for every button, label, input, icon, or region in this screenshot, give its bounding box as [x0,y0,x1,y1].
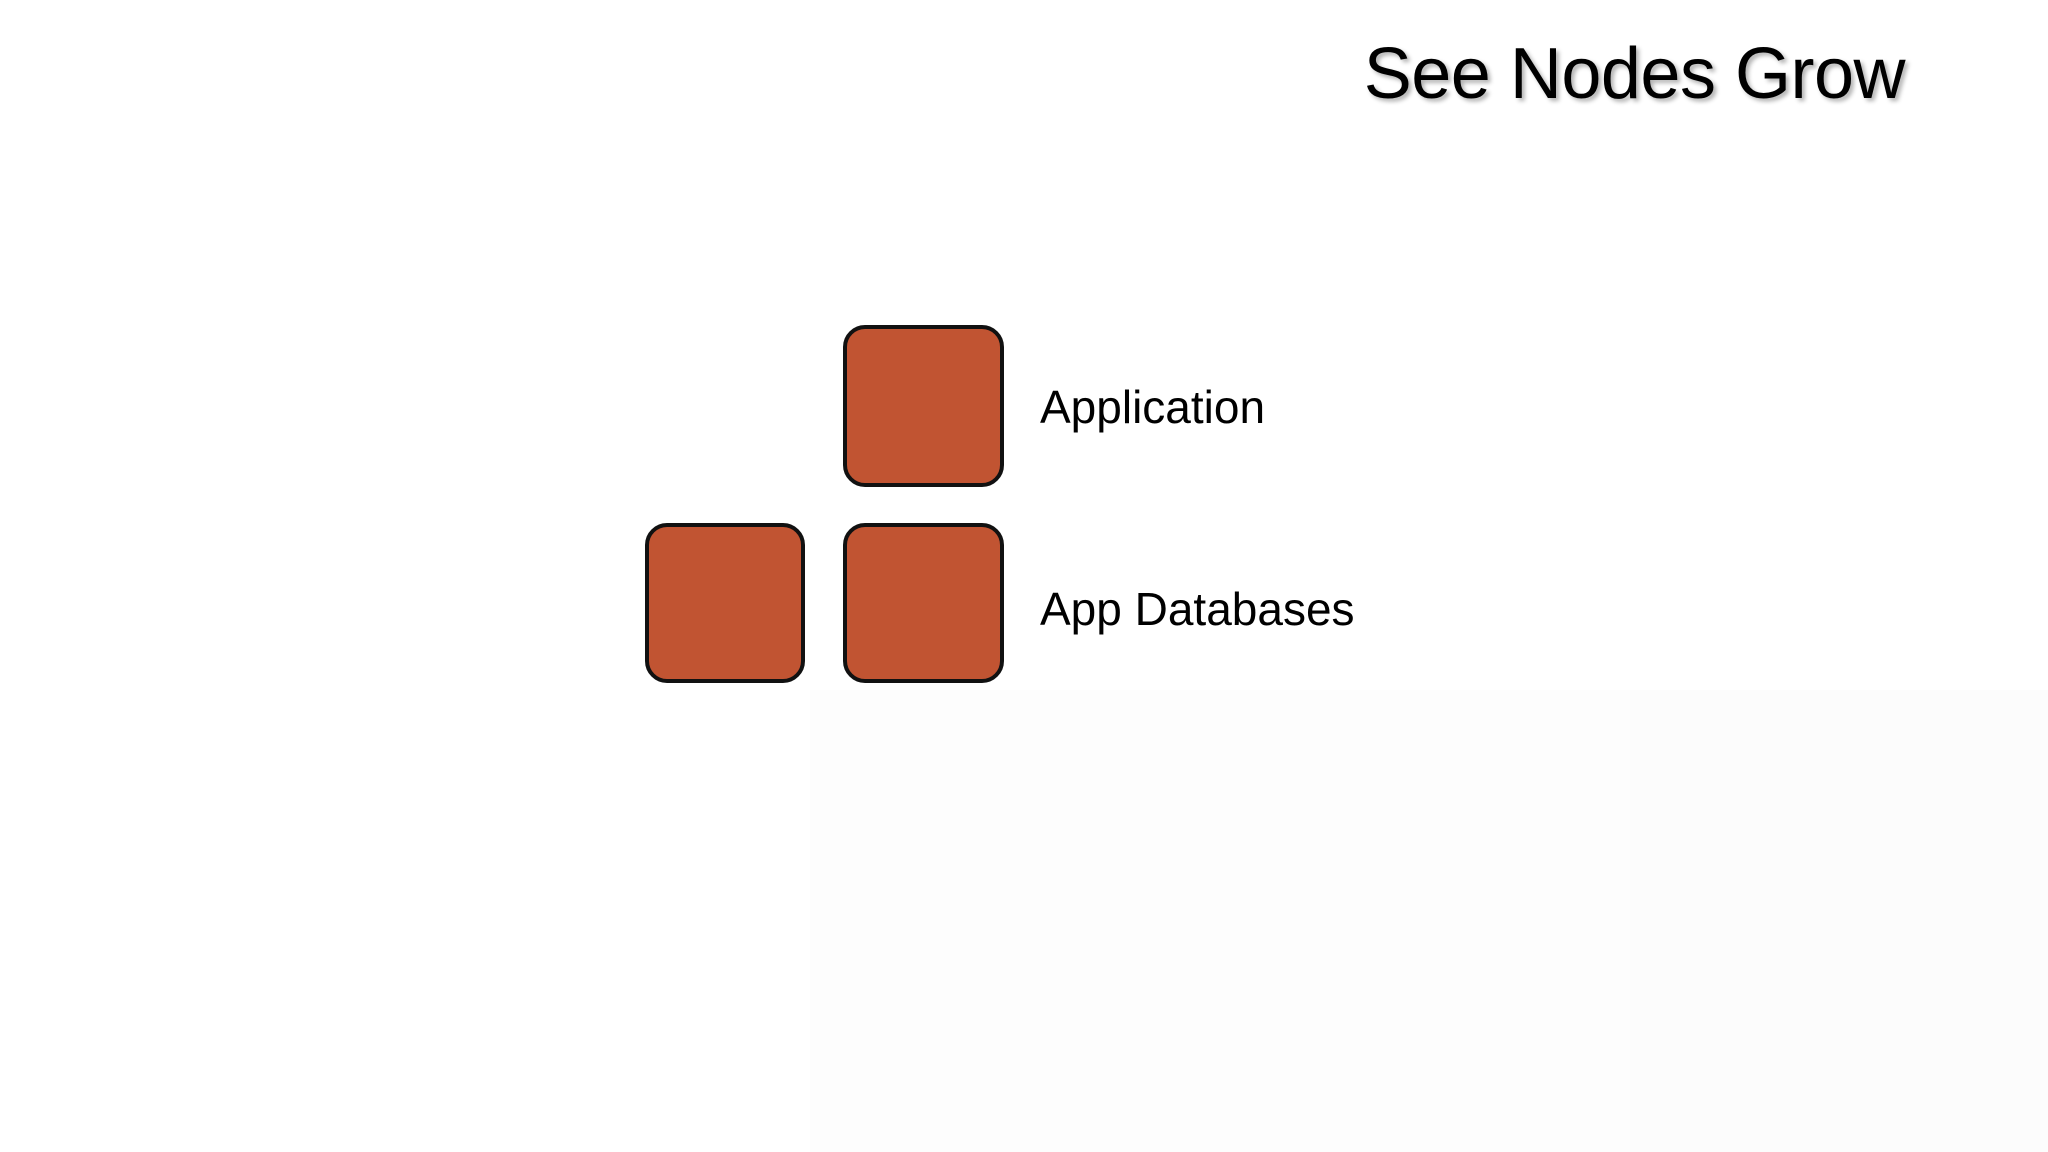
node-box-database-2[interactable] [843,523,1004,683]
background-tint-panel-right [1630,690,2048,1152]
row-label-app-databases: App Databases [1040,583,1355,635]
node-box-application-1[interactable] [843,325,1004,487]
slide-title: See Nodes Grow [1363,34,1906,114]
row-label-application: Application [1040,381,1266,433]
node-box-database-1[interactable] [645,523,805,683]
background-tint-panel [810,690,2048,1152]
